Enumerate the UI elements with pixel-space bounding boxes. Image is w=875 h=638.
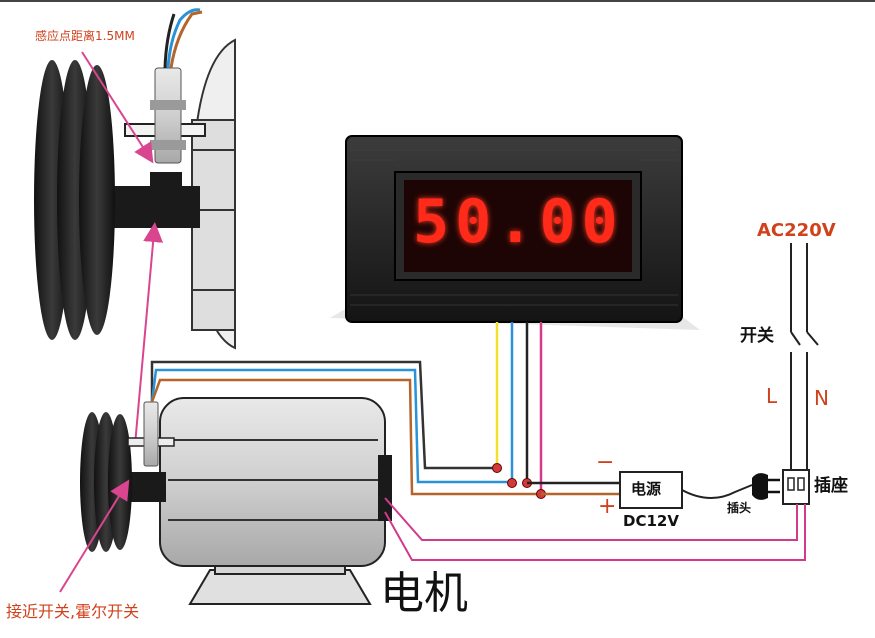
wire-junctions bbox=[492, 463, 546, 499]
dc-voltage-label: DC12V bbox=[623, 512, 679, 530]
inset-pulley-closeup bbox=[34, 8, 236, 350]
sensing-distance-label: 感应点距离1.5MM bbox=[35, 29, 135, 43]
power-supply-box bbox=[619, 471, 683, 509]
inset-link-arrow bbox=[134, 222, 164, 446]
motor-label: 电机 bbox=[380, 568, 468, 619]
sensing-distance-arrow bbox=[81, 51, 154, 164]
ac-voltage-label: AC220V bbox=[757, 220, 836, 241]
plug bbox=[752, 473, 780, 500]
sensor-cable bbox=[150, 360, 541, 496]
minus-label: − bbox=[596, 450, 615, 475]
live-label: L bbox=[766, 384, 778, 408]
motor-power-wires bbox=[384, 497, 806, 561]
dc-wires bbox=[527, 481, 620, 496]
plus-label: + bbox=[598, 494, 617, 519]
socket-label: 插座 bbox=[814, 476, 848, 496]
electric-motor bbox=[80, 397, 392, 605]
proximity-sensor-closeup bbox=[150, 8, 203, 164]
neutral-label: N bbox=[814, 386, 829, 410]
plug-label: 插头 bbox=[727, 501, 752, 515]
sensor-caption-arrow bbox=[59, 479, 130, 593]
meter-wires bbox=[495, 322, 543, 494]
plug-cable bbox=[681, 484, 753, 499]
switch-label: 开关 bbox=[740, 326, 774, 346]
sensor-caption-label: 接近开关,霍尔开关 bbox=[6, 602, 140, 621]
meter-display-reading: 50.00 bbox=[413, 187, 624, 257]
socket-box bbox=[782, 469, 810, 505]
ac-mains bbox=[790, 243, 819, 470]
power-supply-label: 电源 bbox=[631, 480, 662, 498]
digital-tachometer bbox=[330, 135, 700, 330]
